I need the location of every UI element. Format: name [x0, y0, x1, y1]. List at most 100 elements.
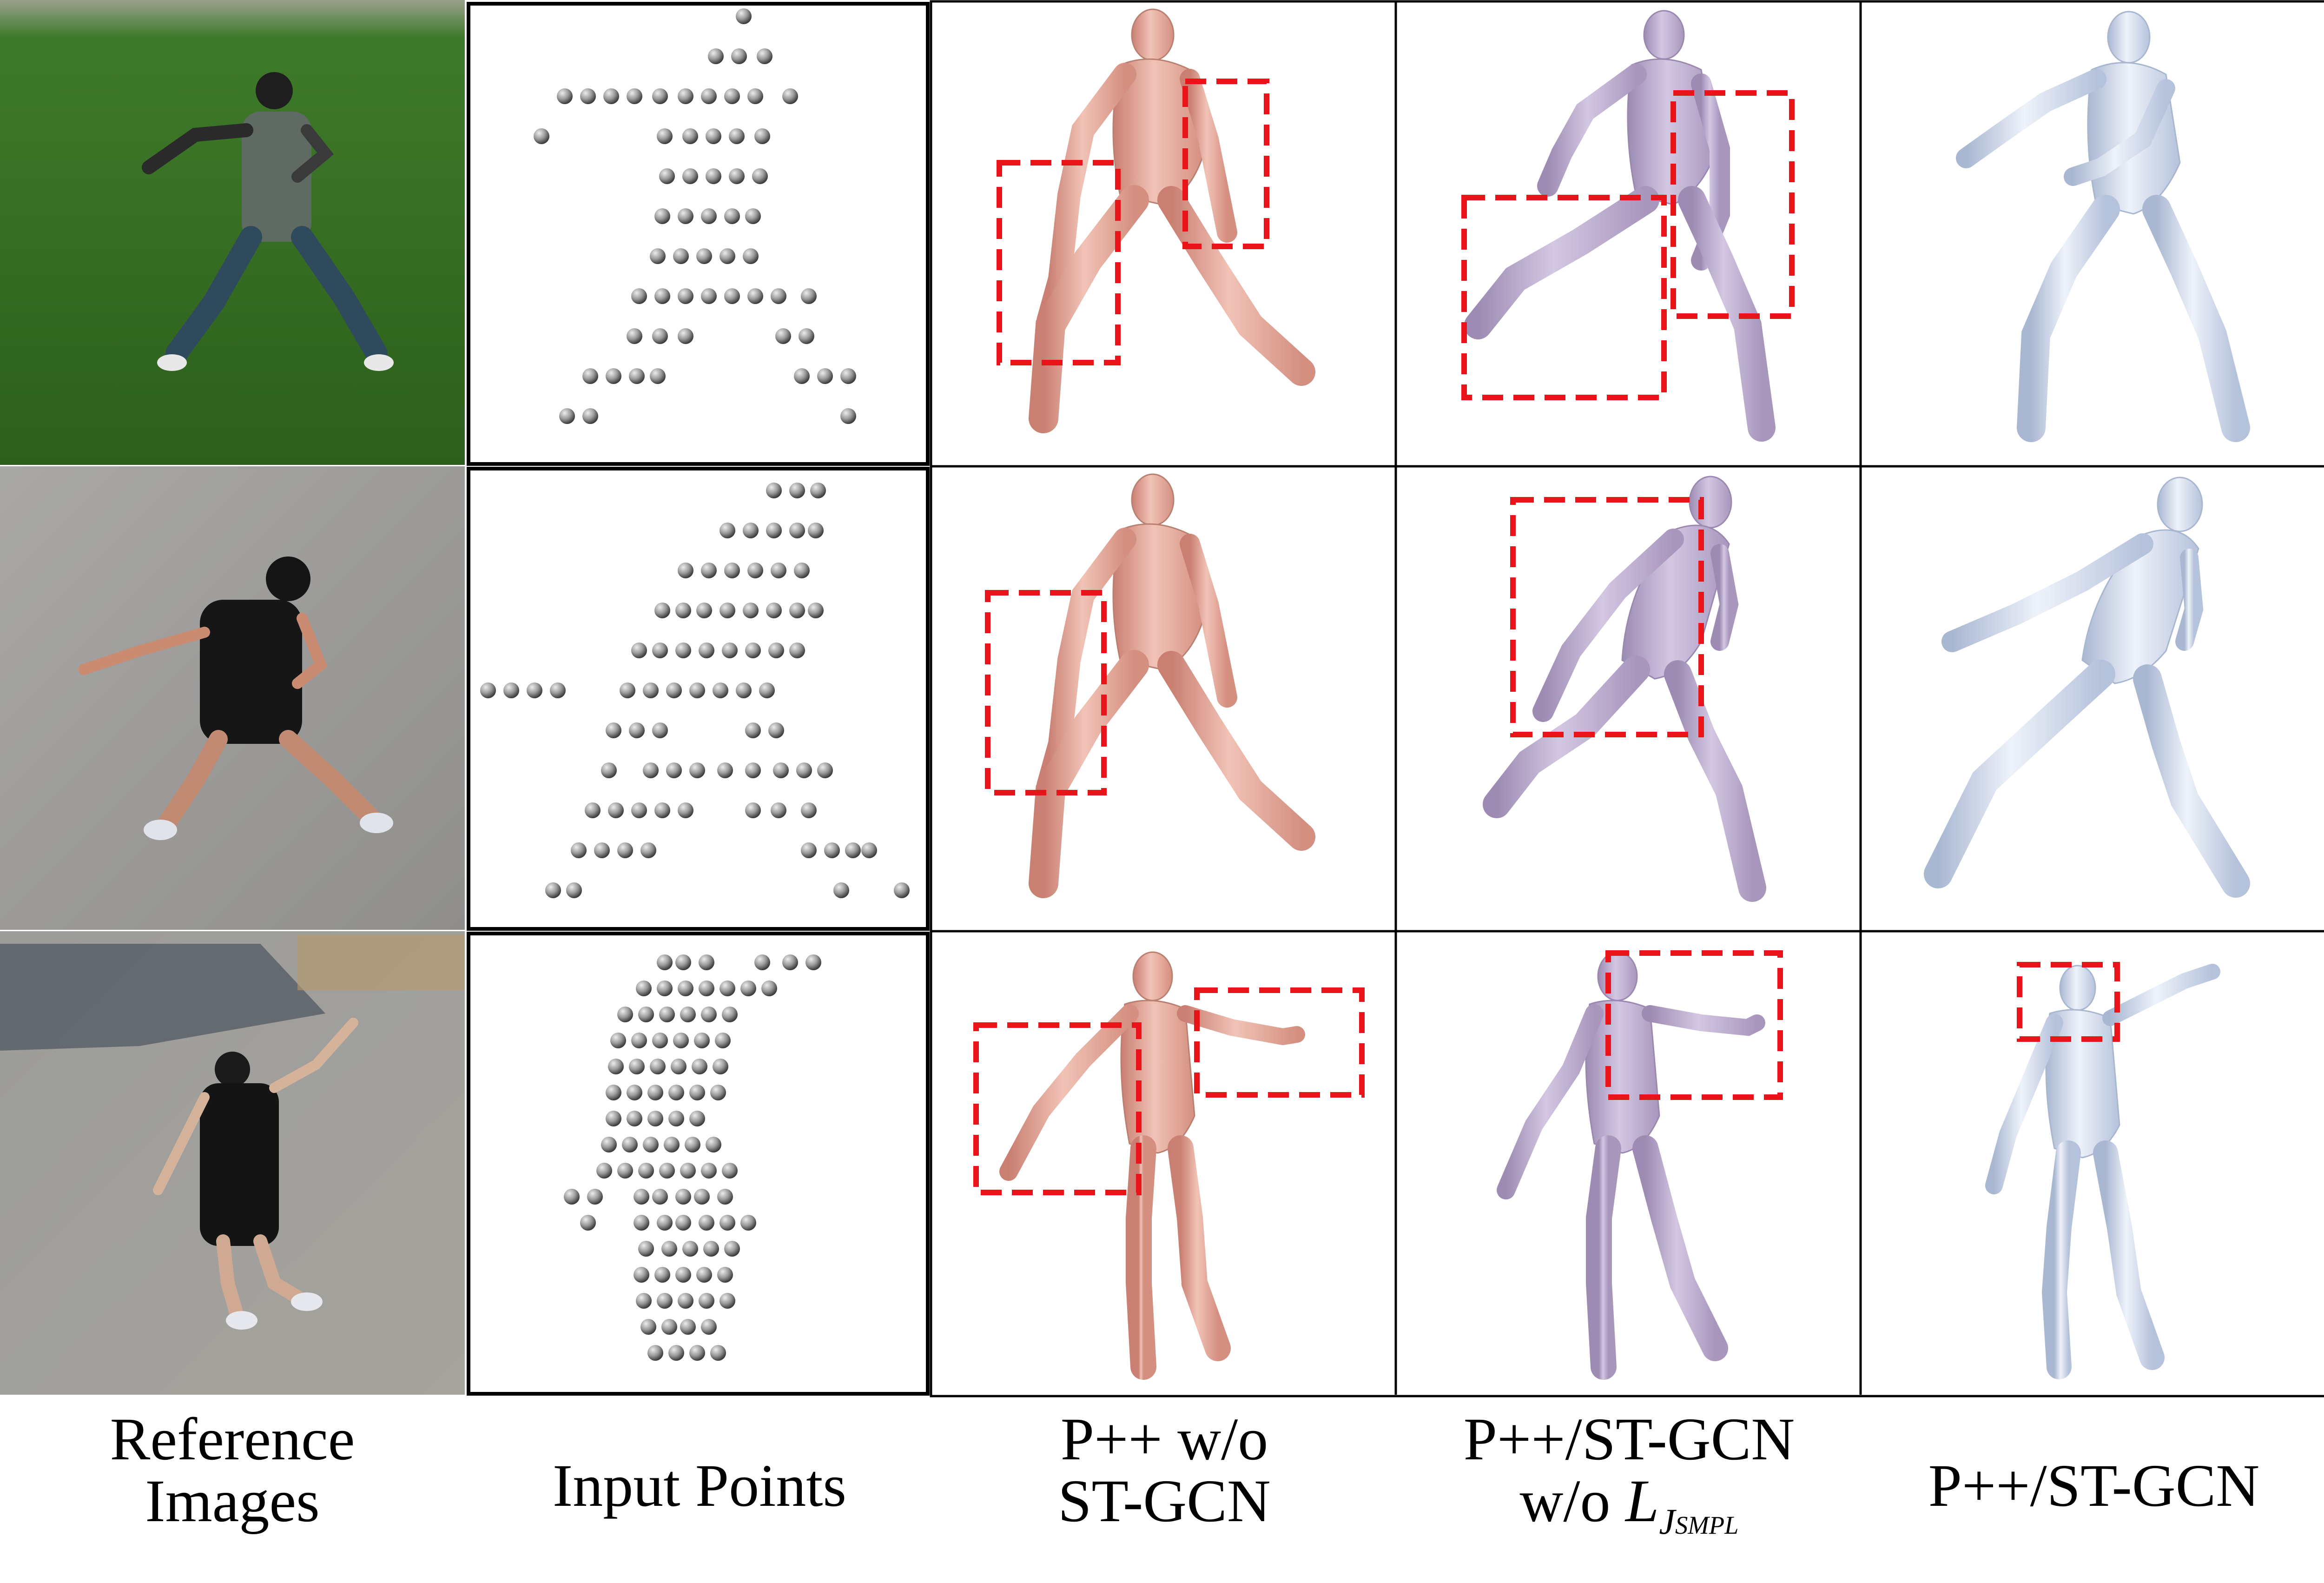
point-marker — [701, 88, 717, 104]
highlight-box — [997, 160, 1121, 365]
point-marker — [694, 1033, 710, 1048]
point-marker — [773, 762, 789, 778]
point-marker — [706, 1137, 721, 1152]
point-marker — [580, 1215, 596, 1231]
point-marker — [559, 408, 575, 424]
highlight-box — [1461, 195, 1667, 400]
point-marker — [740, 980, 756, 996]
mesh-no-loss-3 — [1497, 951, 1765, 1380]
point-marker — [566, 882, 582, 898]
point-marker — [675, 1215, 691, 1231]
point-marker — [534, 128, 549, 144]
point-marker — [789, 523, 805, 538]
caption-line: P++/ST-GCN — [1463, 1406, 1795, 1473]
point-marker — [745, 802, 761, 818]
point-marker — [608, 1059, 624, 1074]
caption-line: ST-GCN — [1058, 1467, 1271, 1535]
panel-borders — [467, 2, 930, 1396]
point-marker — [585, 802, 601, 818]
point-marker — [550, 682, 566, 698]
mesh-no-loss-2 — [1483, 476, 1766, 902]
point-marker — [601, 1137, 617, 1152]
point-marker — [680, 1319, 696, 1335]
point-marker — [696, 1267, 712, 1283]
caption-p-stgcn: P++/ST-GCN — [1862, 1455, 2324, 1517]
point-marker — [724, 288, 740, 304]
point-marker — [647, 1111, 663, 1126]
point-marker — [654, 288, 670, 304]
point-marker — [722, 642, 738, 658]
point-marker — [601, 762, 617, 778]
point-marker — [757, 48, 772, 64]
point-marker — [699, 1293, 714, 1309]
point-marker — [768, 722, 784, 738]
point-marker — [724, 88, 740, 104]
point-marker — [634, 1267, 649, 1283]
point-marker — [654, 208, 670, 224]
point-marker — [652, 1189, 668, 1205]
point-marker — [766, 603, 782, 618]
point-marker — [717, 762, 733, 778]
point-marker — [810, 483, 826, 498]
point-marker — [675, 954, 691, 970]
point-marker — [682, 168, 698, 184]
point-marker — [657, 1215, 673, 1231]
point-marker — [675, 1189, 691, 1205]
point-marker — [606, 368, 621, 384]
point-marker — [647, 1345, 663, 1361]
point-marker — [745, 762, 761, 778]
point-marker — [617, 1163, 633, 1179]
point-marker — [689, 682, 705, 698]
point-marker — [720, 248, 735, 264]
point-marker — [661, 1319, 677, 1335]
point-marker — [794, 563, 810, 578]
point-marker — [661, 1241, 677, 1257]
highlight-box — [985, 590, 1107, 795]
point-marker — [682, 128, 698, 144]
point-marker — [631, 288, 647, 304]
point-marker — [668, 1345, 684, 1361]
point-marker — [636, 980, 652, 996]
caption-line: Images — [145, 1467, 320, 1535]
point-marker — [587, 1189, 603, 1205]
point-marker — [717, 1267, 733, 1283]
point-marker — [689, 1345, 705, 1361]
point-marker — [745, 208, 761, 224]
point-marker — [689, 1111, 705, 1126]
point-marker — [710, 1085, 726, 1100]
point-marker — [794, 368, 810, 384]
point-marker — [643, 762, 659, 778]
point-marker — [675, 642, 691, 658]
point-marker — [808, 603, 824, 618]
mesh-full-3 — [1985, 964, 2220, 1379]
point-marker — [640, 1319, 656, 1335]
point-marker — [657, 128, 673, 144]
point-marker — [638, 1007, 654, 1022]
point-marker — [805, 954, 821, 970]
point-marker — [678, 1293, 693, 1309]
point-marker — [689, 1085, 705, 1100]
point-marker — [736, 682, 752, 698]
point-marker — [678, 980, 693, 996]
point-marker — [771, 288, 786, 304]
point-marker — [622, 1137, 638, 1152]
point-marker — [654, 802, 670, 818]
point-marker — [789, 603, 805, 618]
point-marker — [610, 1033, 626, 1048]
caption-line: P++/ST-GCN — [1928, 1452, 2260, 1519]
point-marker — [675, 603, 691, 618]
point-marker — [759, 682, 775, 698]
point-marker — [685, 1137, 700, 1152]
caption-reference-images: Reference Images — [0, 1409, 465, 1532]
point-marker — [775, 328, 791, 344]
point-marker — [627, 88, 642, 104]
point-marker — [652, 1033, 668, 1048]
point-marker — [694, 1189, 710, 1205]
point-marker — [643, 1137, 659, 1152]
point-marker — [699, 1215, 714, 1231]
caption-line: Reference — [110, 1406, 355, 1473]
point-marker — [557, 88, 573, 104]
point-marker — [729, 128, 745, 144]
point-marker — [678, 208, 693, 224]
point-marker — [634, 1189, 649, 1205]
